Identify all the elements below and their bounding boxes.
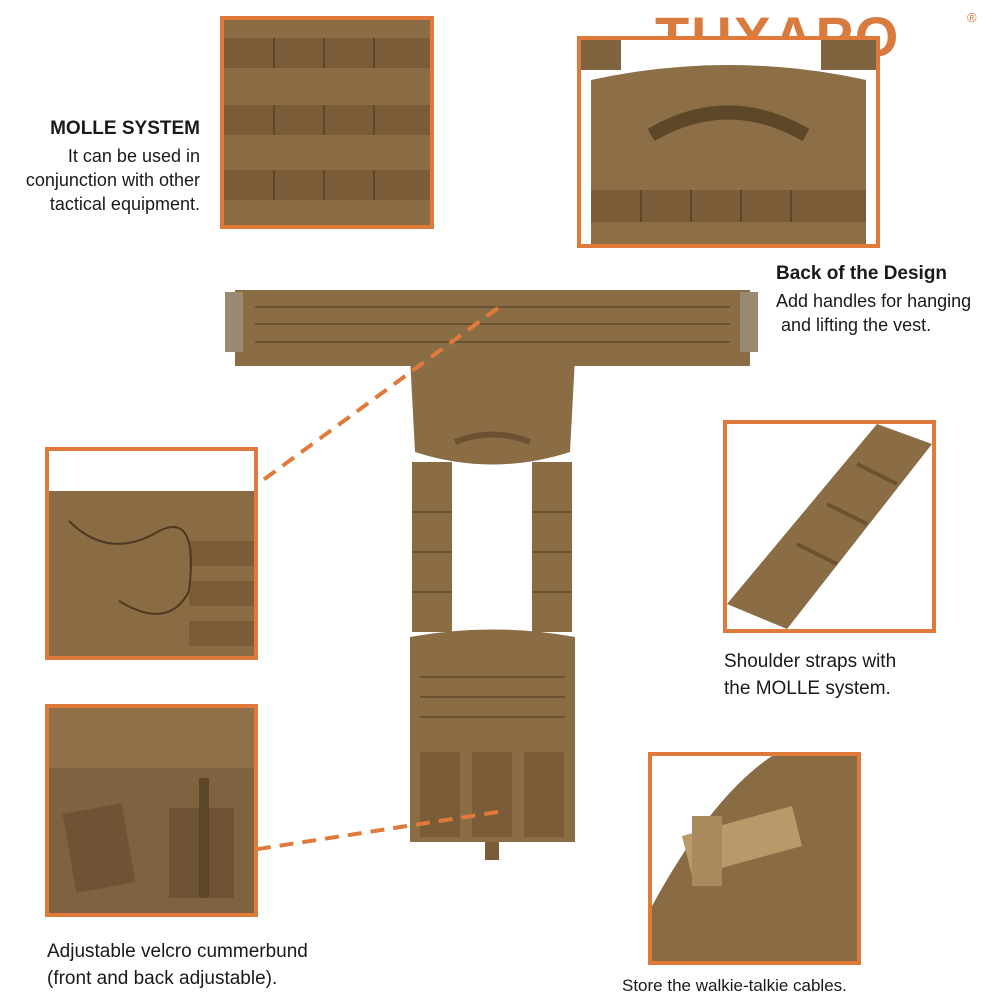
cummerbund-cord-photo <box>45 447 258 660</box>
molle-line-3: tactical equipment. <box>49 194 200 214</box>
back-feature-text: Back of the Design Add handles for hangi… <box>776 263 993 337</box>
walkie-cable-photo <box>648 752 861 965</box>
walkie-line-1: Store the walkie-talkie cables. <box>622 976 847 995</box>
molle-line-1: It can be used in <box>67 146 200 166</box>
back-line-2: and lifting the vest. <box>776 315 932 335</box>
molle-line-2: conjunction with other <box>25 170 200 190</box>
cummerbund-feature-text: Adjustable velcro cummerbund (front and … <box>47 938 377 992</box>
shoulder-strap-photo <box>723 420 936 633</box>
molle-feature-text: MOLLE SYSTEM It can be used in conjuncti… <box>0 118 200 216</box>
shoulder-line-2: the MOLLE system. <box>724 678 891 699</box>
back-title: Back of the Design <box>776 263 948 284</box>
shoulder-feature-text: Shoulder straps with the MOLLE system. <box>724 648 984 702</box>
cummerbund-line-2: (front and back adjustable). <box>47 968 278 989</box>
back-line-1: Add handles for hanging <box>776 291 972 311</box>
cummerbund-line-1: Adjustable velcro cummerbund <box>47 941 308 962</box>
molle-title: MOLLE SYSTEM <box>50 118 200 139</box>
molle-detail-photo <box>220 16 434 229</box>
back-handle-photo <box>577 36 880 248</box>
shoulder-line-1: Shoulder straps with <box>724 651 897 672</box>
registered-mark: ® <box>967 10 977 25</box>
vest-main-photo <box>225 290 758 860</box>
velcro-cummerbund-photo <box>45 704 258 917</box>
walkie-feature-text: Store the walkie-talkie cables. <box>622 976 922 996</box>
